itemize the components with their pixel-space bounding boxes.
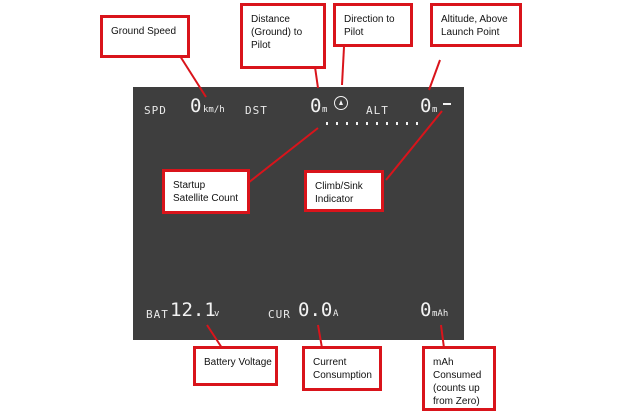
alt-unit: m: [432, 105, 438, 115]
callout-distance-line-2: (Ground) to: [251, 27, 303, 38]
callout-altitude-line-1: Altitude, Above: [441, 14, 508, 25]
callout-current: Current Consumption: [302, 346, 382, 391]
satellite-dot: [356, 122, 358, 125]
mah-unit: mAh: [432, 309, 449, 319]
spd-value: 0: [190, 95, 202, 117]
callout-direction-line-2: Pilot: [344, 27, 364, 38]
leader-satellite: [247, 127, 319, 184]
dst-unit: m: [322, 105, 328, 115]
cur-unit: A: [333, 309, 339, 319]
satellite-dot: [376, 122, 378, 125]
dst-label: DST: [245, 104, 268, 117]
cur-value: 0.0: [298, 299, 333, 321]
leader-battery: [206, 324, 223, 349]
satellite-dot: [406, 122, 408, 125]
callout-climb-line-2: Indicator: [315, 194, 354, 205]
callout-mah-line-3: (counts up: [433, 383, 480, 394]
callout-satellite-line-2: Satellite Count: [173, 193, 239, 204]
alt-label: ALT: [366, 104, 389, 117]
leader-altitude: [428, 59, 441, 91]
leader-mah: [440, 324, 445, 349]
bat-value: 12.1: [170, 299, 216, 321]
callout-direction-line-1: Direction to: [344, 14, 395, 25]
satellite-dot: [336, 122, 338, 125]
callout-altitude-line-2: Launch Point: [441, 27, 500, 38]
satellite-dot: [326, 122, 328, 125]
satellite-dot: [346, 122, 348, 125]
direction-to-pilot-icon: [334, 96, 348, 110]
leader-current: [317, 324, 323, 349]
cur-label: CUR: [268, 308, 291, 321]
callout-battery: Battery Voltage: [193, 346, 278, 386]
spd-unit: km/h: [203, 105, 225, 115]
callout-distance-line-1: Distance: [251, 14, 290, 25]
callout-satellite-line-1: Startup: [173, 180, 206, 191]
callout-distance: Distance (Ground) to Pilot: [240, 3, 326, 69]
callout-battery-text: Battery Voltage: [204, 357, 272, 368]
climb-sink-indicator: [443, 103, 451, 105]
callout-satellite: Startup Satellite Count: [162, 169, 250, 214]
callout-direction: Direction to Pilot: [333, 3, 413, 47]
callout-climb-line-1: Climb/Sink: [315, 181, 363, 192]
callout-distance-line-3: Pilot: [251, 40, 271, 51]
callout-ground-speed-text: Ground Speed: [111, 26, 177, 37]
callout-current-line-2: Consumption: [313, 370, 372, 381]
callout-ground-speed: Ground Speed: [100, 15, 190, 58]
dst-value: 0: [310, 95, 322, 117]
satellite-dot: [396, 122, 398, 125]
satellite-dot: [386, 122, 388, 125]
spd-label: SPD: [144, 104, 167, 117]
callout-altitude: Altitude, Above Launch Point: [430, 3, 522, 47]
satellite-dot: [366, 122, 368, 125]
bat-label: BAT: [146, 308, 169, 321]
alt-value: 0: [420, 95, 432, 117]
callout-mah: mAh Consumed (counts up from Zero): [422, 346, 496, 411]
leader-climb: [385, 110, 443, 181]
callout-mah-line-4: from Zero): [433, 396, 480, 407]
bat-unit: v: [214, 309, 220, 319]
callout-climb: Climb/Sink Indicator: [304, 170, 384, 212]
leader-direction: [341, 46, 345, 86]
callout-mah-line-2: Consumed: [433, 370, 482, 381]
leader-ground-speed: [179, 55, 207, 98]
callout-mah-line-1: mAh: [433, 357, 454, 368]
callout-current-line-1: Current: [313, 357, 347, 368]
mah-value: 0: [420, 299, 432, 321]
satellite-dot: [416, 122, 418, 125]
